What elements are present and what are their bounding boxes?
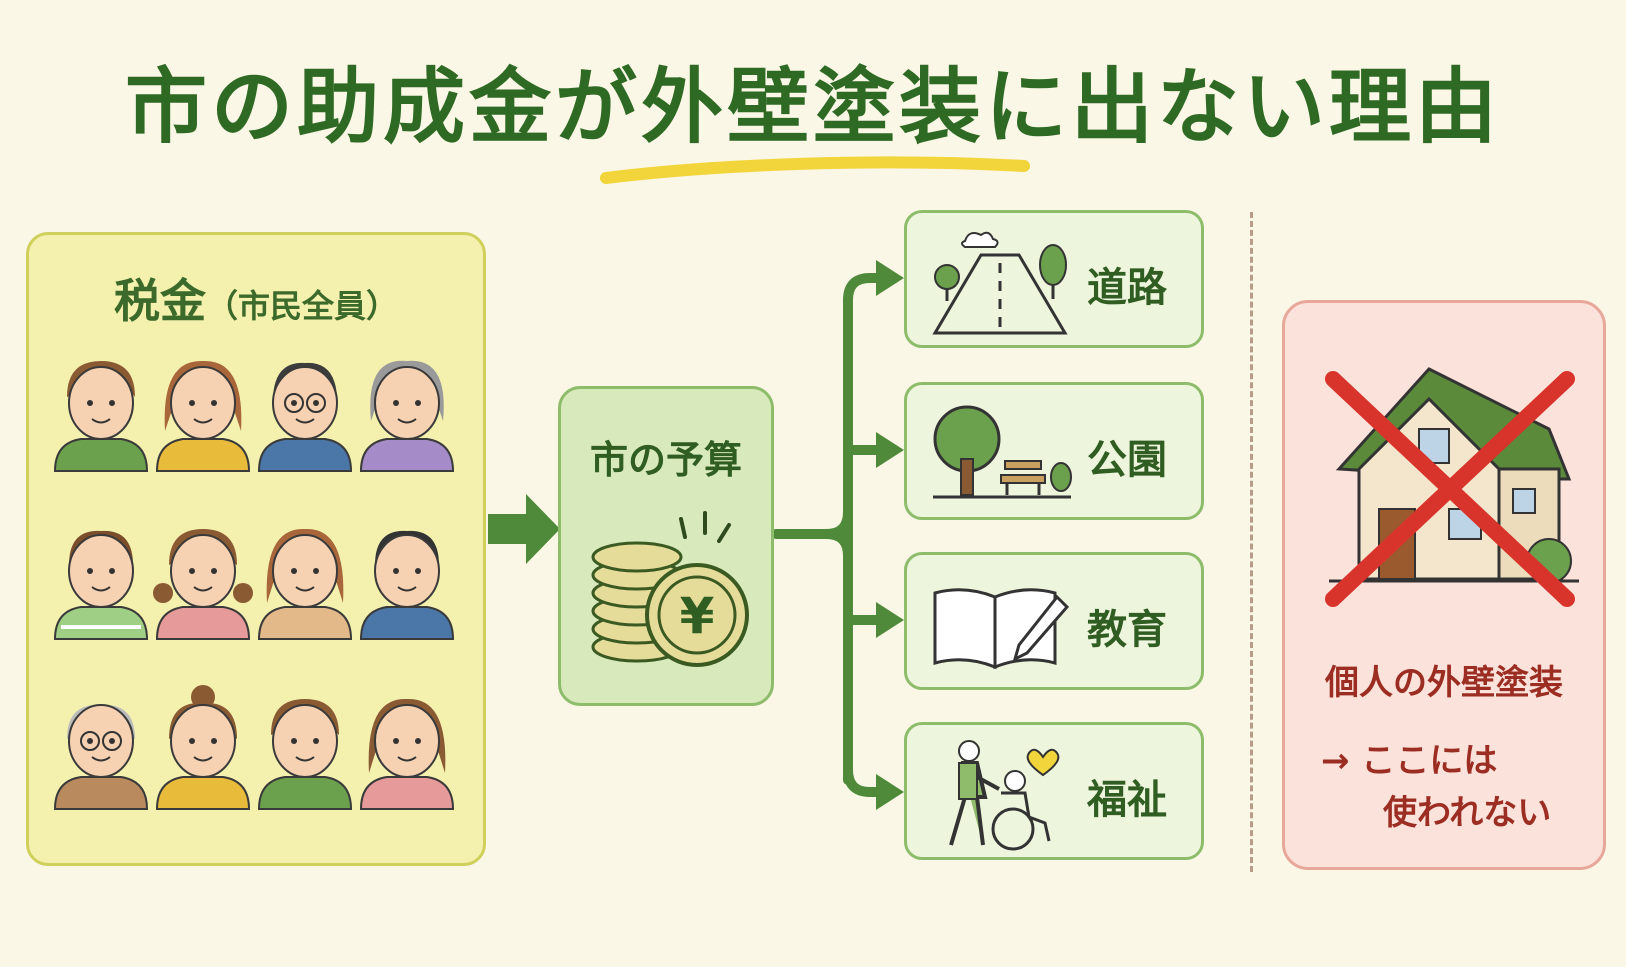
- divider-line: [1250, 212, 1253, 872]
- note-arrow: →: [1321, 741, 1350, 781]
- house-crossed-icon: [1325, 367, 1579, 607]
- category-education-label: 教育: [1087, 607, 1167, 653]
- category-road-label: 道路: [1087, 265, 1167, 311]
- coins-icon: ¥: [591, 511, 749, 667]
- tax-title: 税金（市民全員）: [29, 265, 483, 331]
- citizen-avatar: [360, 530, 454, 640]
- title-underline: [600, 156, 1030, 184]
- citizens-illustration: [54, 360, 454, 810]
- title-part-1: 市の助成金が: [124, 60, 641, 155]
- road-icon: [932, 231, 1068, 335]
- citizen-avatar: [156, 685, 250, 810]
- citizen-avatar: [360, 698, 454, 810]
- yen-symbol: ¥: [680, 587, 715, 645]
- park-icon: [933, 405, 1072, 499]
- citizen-avatar: [258, 362, 352, 472]
- category-park-label: 公園: [1087, 437, 1167, 483]
- category-welfare-label: 福祉: [1087, 777, 1167, 823]
- citizen-avatar: [360, 360, 454, 472]
- citizen-avatar: [54, 530, 148, 640]
- note-line-1: ここには: [1361, 741, 1498, 781]
- wheelchair-icon: [949, 740, 1060, 851]
- category-education: 教育: [904, 552, 1204, 690]
- tax-box: 税金（市民全員）: [26, 232, 486, 866]
- tax-title-sub: （市民全員）: [205, 287, 398, 325]
- tax-title-main: 税金: [113, 274, 206, 328]
- exclusion-box: 個人の外壁塗装 → ここには使われない: [1282, 300, 1606, 870]
- title-highlight: 外壁塗装: [640, 60, 985, 155]
- book-icon: [933, 588, 1070, 670]
- citizen-avatar: [156, 360, 250, 472]
- budget-box: 市の予算 ¥: [558, 386, 774, 706]
- citizen-avatar: [153, 529, 253, 640]
- category-welfare: 福祉: [904, 722, 1204, 860]
- branch-arrowheads: [876, 260, 904, 810]
- title-part-2: に出ない理由: [985, 60, 1502, 155]
- page-title: 市の助成金が外壁塗装に出ない理由: [0, 40, 1626, 159]
- citizen-avatar: [54, 704, 148, 810]
- exclusion-label: 個人の外壁塗装: [1325, 663, 1563, 703]
- exclusion-note: → ここには使われない: [1321, 735, 1551, 839]
- budget-title: 市の予算: [589, 438, 742, 482]
- category-park: 公園: [904, 382, 1204, 520]
- citizen-avatar: [54, 361, 148, 472]
- budget-branch-arrows: [771, 273, 885, 797]
- note-line-2: 使われない: [1383, 793, 1552, 833]
- category-road: 道路: [904, 210, 1204, 348]
- citizen-avatar: [258, 699, 352, 810]
- tax-to-budget-arrow: [488, 494, 560, 564]
- citizen-avatar: [258, 528, 352, 640]
